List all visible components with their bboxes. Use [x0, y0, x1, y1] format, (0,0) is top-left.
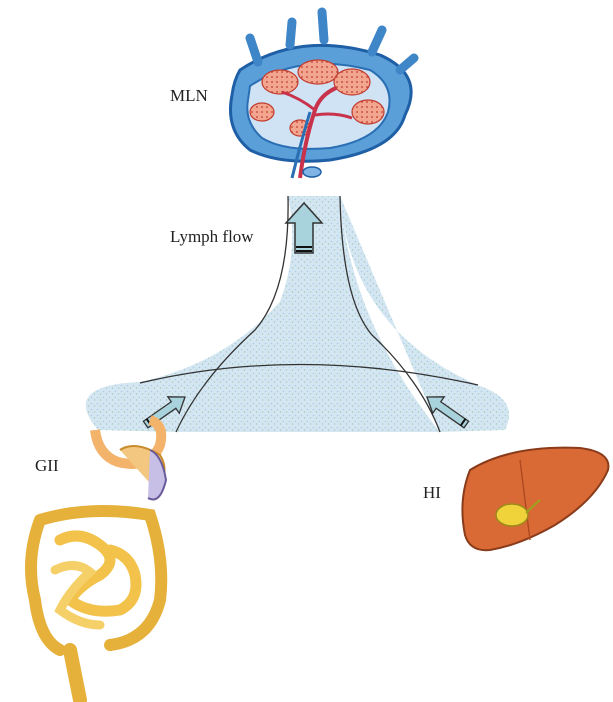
label-lymph-flow: Lymph flow [170, 227, 254, 246]
label-hi: HI [423, 483, 441, 502]
label-gii: GII [35, 456, 59, 475]
liver-icon [462, 448, 608, 551]
label-mln: MLN [170, 86, 208, 105]
lymph-node-icon [230, 12, 414, 178]
